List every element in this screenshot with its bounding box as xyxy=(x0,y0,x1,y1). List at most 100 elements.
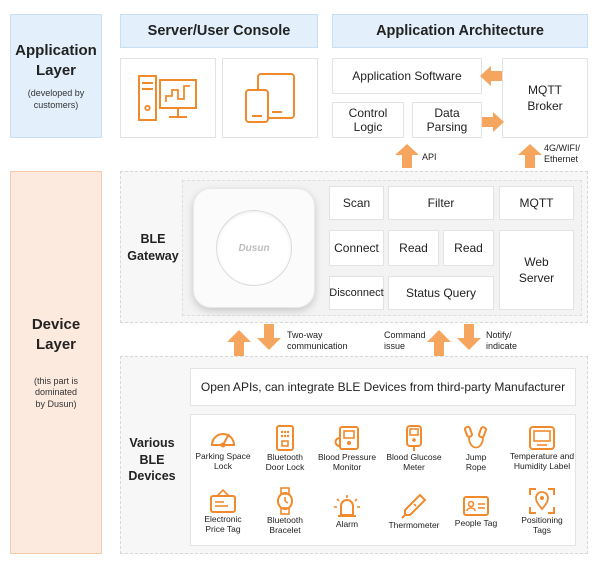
devices-label-line2: BLE xyxy=(139,452,165,467)
two-way-label-line2: communication xyxy=(287,341,348,352)
device-label-line2: Price Tag xyxy=(205,524,241,534)
read-cell-1: Read xyxy=(388,230,439,266)
command-label: Command issue xyxy=(384,330,426,353)
device-label: Parking Space Lock xyxy=(191,451,255,471)
read-cell-2: Read xyxy=(443,230,494,266)
device-label-line2: Lock xyxy=(214,461,232,471)
device-label-line1: Thermometer xyxy=(388,519,440,530)
device-label-line2: Tags xyxy=(533,525,551,535)
web-server-cell: Web Server xyxy=(499,230,574,310)
device-label-line1: People Tag xyxy=(454,517,498,528)
application-layer-note: (developed by customers) xyxy=(28,88,85,111)
devices-grid-panel xyxy=(190,414,576,546)
device-layer-note-line2: dominated xyxy=(34,387,77,398)
device-item-alarm: Alarm xyxy=(314,482,380,540)
device-layer-title: Device Layer xyxy=(32,315,80,354)
status-query-cell: Status Query xyxy=(388,276,494,310)
device-item-glucose-meter: Blood Glucose Meter xyxy=(381,420,447,476)
device-label-line1: Blood Glucose xyxy=(386,451,442,462)
device-item-blood-pressure: Blood Pressure Monitor xyxy=(314,420,380,476)
device-item-people-tag: People Tag xyxy=(444,482,508,540)
device-label: Positioning Tags xyxy=(510,515,574,535)
api-up-arrow xyxy=(395,144,419,168)
mqtt-broker-box: MQTT Broker xyxy=(502,58,588,138)
device-label-line2: Rope xyxy=(465,462,487,472)
device-item-jump-rope: Jump Rope xyxy=(444,420,508,476)
device-item-price-tag: Electronic Price Tag xyxy=(191,482,255,540)
connect-cell: Connect xyxy=(329,230,384,266)
parking-lock-icon xyxy=(211,432,235,448)
disconnect-cell: Disconnect xyxy=(329,276,384,310)
server-console-box xyxy=(120,58,216,138)
two-way-label-line1: Two-way xyxy=(287,330,323,340)
device-label-line1: Blood Pressure xyxy=(317,451,377,462)
application-layer-title-line1: Application xyxy=(15,42,97,60)
device-label: Jump Rope xyxy=(444,452,508,472)
device-item-door-lock: Bluetooth Door Lock xyxy=(253,420,317,476)
control-logic-line2: Logic xyxy=(353,120,383,134)
glucose-meter-icon xyxy=(406,424,422,451)
device-layer-note-line1: (this part is xyxy=(33,376,78,387)
price-tag-icon xyxy=(210,488,236,513)
gateway-label-line1: BLE xyxy=(140,232,166,247)
command-label-line1: Command xyxy=(384,330,426,340)
two-way-up-arrow xyxy=(227,330,251,356)
open-apis-banner: Open APIs, can integrate BLE Devices fro… xyxy=(190,368,576,406)
data-parsing-box: Data Parsing xyxy=(412,102,482,138)
notify-down-arrow xyxy=(457,324,481,350)
device-label: Blood Glucose Meter xyxy=(382,452,446,472)
broker-to-software-arrow xyxy=(480,66,502,86)
device-item-bracelet: Bluetooth Bracelet xyxy=(253,482,317,540)
gateway-label-line2: Gateway xyxy=(127,249,179,263)
application-layer-title-line2: Layer xyxy=(35,61,76,79)
device-label-line1: Temperature and xyxy=(509,450,575,461)
people-tag-icon xyxy=(463,495,489,516)
network-up-arrow xyxy=(518,144,542,168)
application-software-box: Application Software xyxy=(332,58,482,94)
tablet-phone-icon xyxy=(245,73,295,123)
api-label: API xyxy=(422,152,437,162)
network-label-line2: Ethernet xyxy=(544,154,579,165)
thermometer-icon xyxy=(401,493,427,519)
door-lock-icon xyxy=(276,424,294,451)
bracelet-icon xyxy=(277,487,293,515)
parsing-to-broker-arrow xyxy=(482,112,504,132)
alarm-icon xyxy=(334,494,360,517)
temp-humidity-icon xyxy=(529,425,555,450)
application-layer-note-line2: customers) xyxy=(33,99,79,110)
device-label-line2: Door Lock xyxy=(265,462,305,472)
gateway-device: Dusun xyxy=(193,188,315,308)
device-label: Electronic Price Tag xyxy=(191,514,255,534)
scan-cell: Scan xyxy=(329,186,384,220)
filter-cell: Filter xyxy=(388,186,494,220)
two-way-down-arrow xyxy=(257,324,281,350)
data-parsing-line2: Parsing xyxy=(426,120,468,134)
device-label-line1: Parking Space xyxy=(195,450,251,461)
application-layer-note-line1: (developed by xyxy=(27,88,85,99)
positioning-tag-icon xyxy=(529,487,555,514)
device-layer-panel: Device Layer (this part is dominated by … xyxy=(10,171,102,554)
command-label-line2: issue xyxy=(384,341,406,352)
device-label-line1: Bluetooth xyxy=(267,514,303,525)
data-parsing-line1: Data xyxy=(434,105,460,120)
device-label-line2: Monitor xyxy=(332,462,362,472)
network-label: 4G/WIFI/ Ethernet xyxy=(544,143,580,166)
devices-label-line3: Devices xyxy=(128,469,176,484)
notify-label-line2: indicate xyxy=(486,341,518,352)
device-label: Bluetooth Door Lock xyxy=(253,452,317,472)
console-header: Server/User Console xyxy=(120,14,318,48)
user-console-box xyxy=(222,58,318,138)
device-label-line1: Electronic xyxy=(204,513,242,524)
mqtt-broker-line1: MQTT xyxy=(528,82,562,97)
devices-label-line1: Various xyxy=(129,435,175,450)
application-layer-title: Application Layer xyxy=(15,41,97,80)
device-label: Temperature and Humidity Label xyxy=(507,451,577,471)
device-layer-note-line3: by Dusun) xyxy=(35,398,77,409)
gateway-label: BLE Gateway xyxy=(122,228,184,268)
devices-label: Various BLE Devices xyxy=(120,432,184,488)
two-way-label: Two-way communication xyxy=(287,330,348,353)
application-layer-panel: Application Layer (developed by customer… xyxy=(10,14,102,138)
device-label: Blood Pressure Monitor xyxy=(313,452,381,472)
device-layer-title-line1: Device xyxy=(31,316,81,334)
device-label-line1: Bluetooth xyxy=(267,451,303,462)
